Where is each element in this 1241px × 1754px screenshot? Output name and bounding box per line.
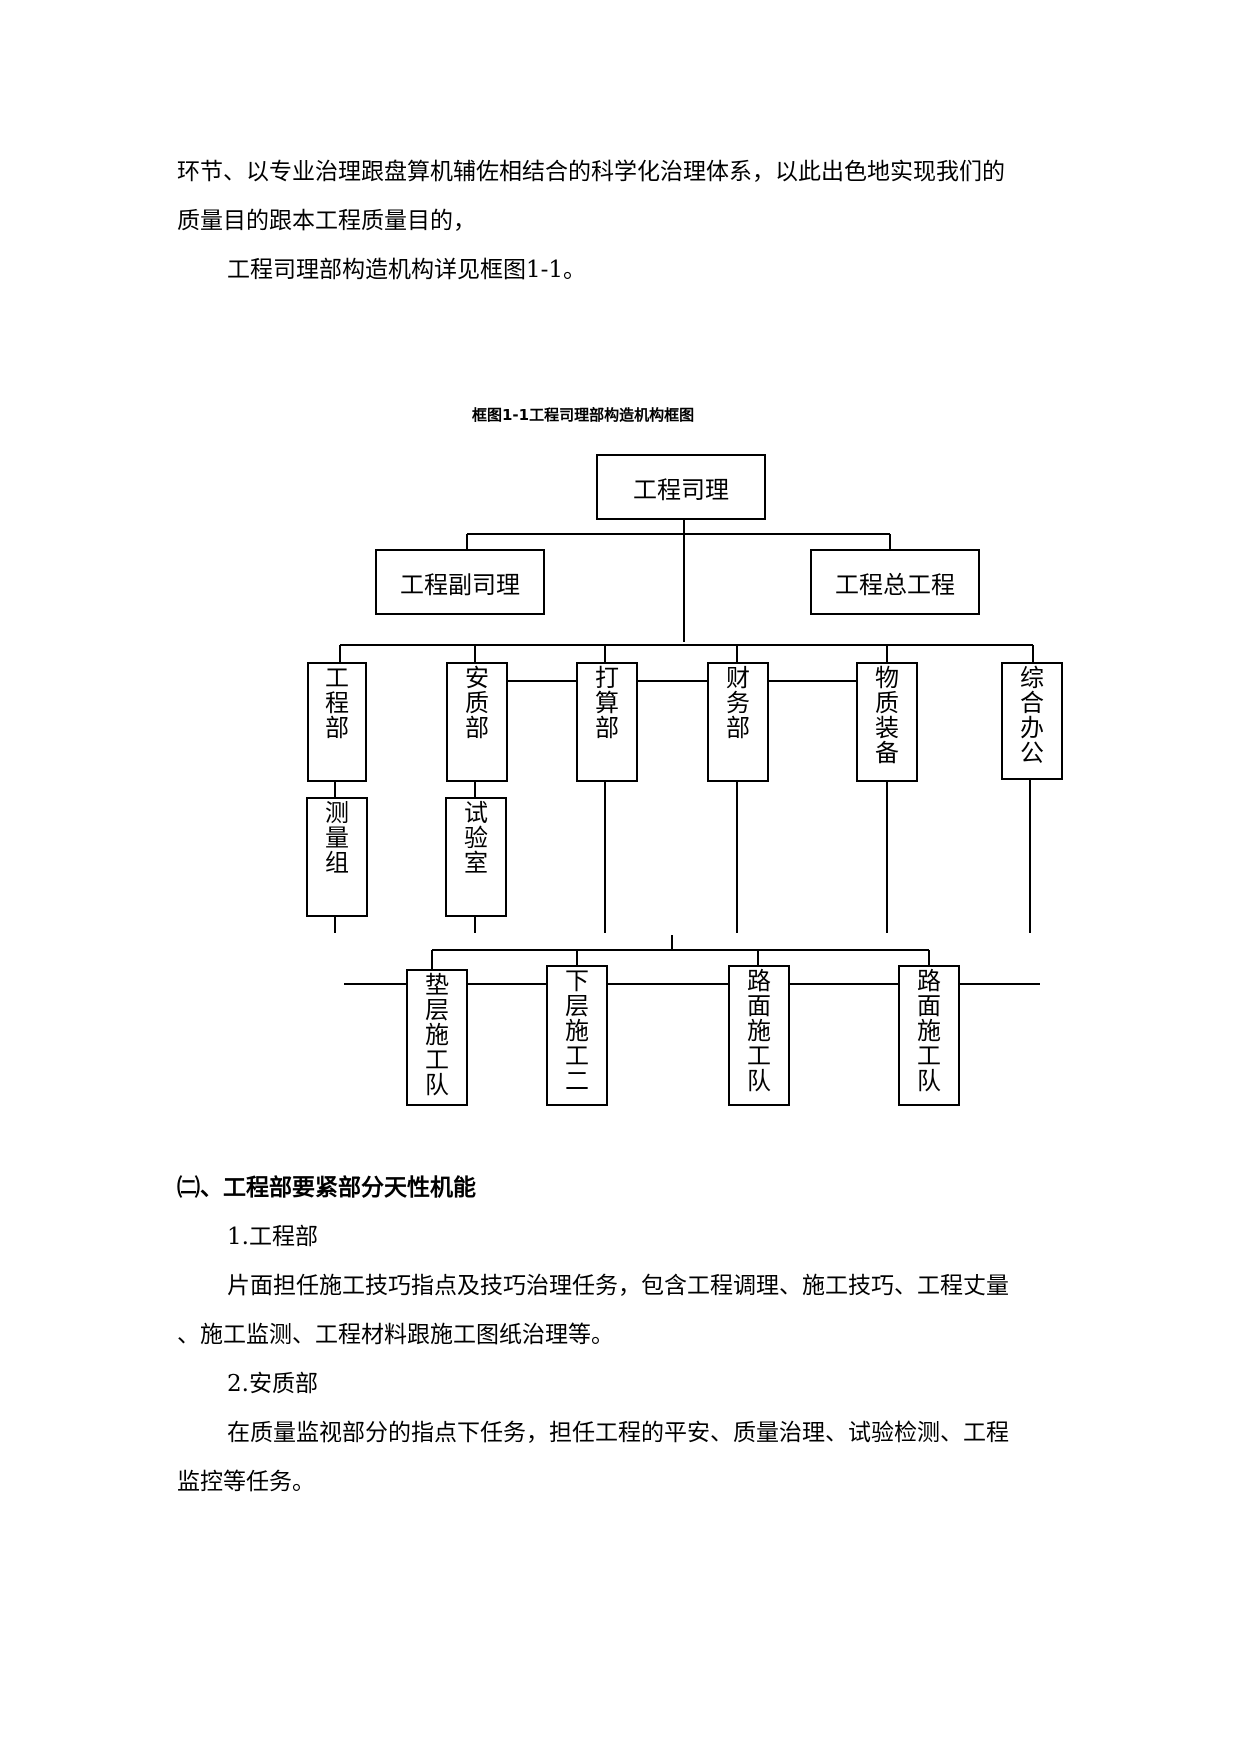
org-box-team: 路面施工队 [898,965,960,1106]
org-box-department: 物质装备 [856,662,918,782]
org-box-manager: 工程司理 [596,454,766,520]
org-box-department: 打算部 [576,662,638,782]
org-box-department: 安质部 [446,662,508,782]
body-text-line: 片面担任施工技巧指点及技巧治理任务，包含工程调理、施工技巧、工程丈量 [227,1273,1009,1299]
org-box-sub-unit: 测量组 [306,797,368,917]
body-text-line: 监控等任务。 [177,1469,315,1495]
org-box-team: 路面施工队 [728,965,790,1106]
body-text-line: 在质量监视部分的指点下任务，担任工程的平安、质量治理、试验检测、工程 [227,1420,1009,1446]
body-text-line: 、施工监测、工程材料跟施工图纸治理等。 [177,1322,614,1348]
org-box-department: 工程部 [307,662,367,782]
figure-caption: 框图1-1工程司理部构造机构框图 [472,406,695,424]
body-text-line: 质量目的跟本工程质量目的， [177,208,476,234]
org-box-department: 财务部 [707,662,769,782]
section-heading: ㈡、工程部要紧部分天性机能 [177,1175,476,1201]
org-box-department: 综合办公 [1001,662,1063,780]
item-title: 1.工程部 [227,1224,318,1250]
body-text-line: 工程司理部构造机构详见框图1-1。 [227,257,587,283]
org-box-team: 垫层施工队 [406,969,468,1106]
body-text-line: 环节、以专业治理跟盘算机辅佐相结合的科学化治理体系，以此出色地实现我们的 [177,159,1005,185]
item-title: 2.安质部 [227,1371,318,1397]
org-box-chief-engineer: 工程总工程 [810,549,980,615]
org-box-sub-unit: 试验室 [445,797,507,917]
org-box-team: 下层施工二 [546,965,608,1106]
org-box-deputy-manager: 工程副司理 [375,549,545,615]
